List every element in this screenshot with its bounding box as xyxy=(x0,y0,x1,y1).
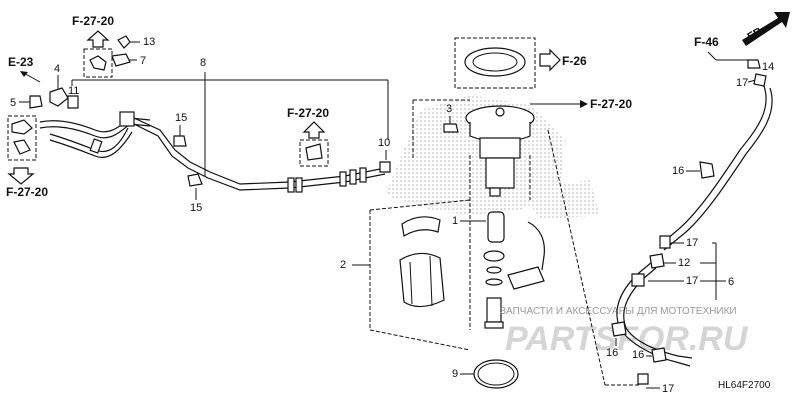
down-arrow-icon xyxy=(7,167,35,185)
detail-box-mid xyxy=(299,139,329,167)
callout-13[interactable]: 13 xyxy=(143,36,155,48)
clamp-17d-icon xyxy=(637,373,649,385)
clamp-16b-icon xyxy=(611,321,627,337)
connector-10-icon xyxy=(379,161,391,173)
vent-hose xyxy=(616,85,773,367)
clamp-17a-icon xyxy=(753,73,767,87)
lock-ring-icon xyxy=(464,47,526,77)
callout-15b[interactable]: 15 xyxy=(190,202,202,214)
callout-7[interactable]: 7 xyxy=(140,55,146,67)
ref-f26[interactable]: F-26 xyxy=(562,54,587,68)
float-sender-icon xyxy=(507,266,545,290)
pump-motor-icon xyxy=(487,211,505,243)
clamp-16c-icon xyxy=(651,347,667,363)
callout-5[interactable]: 5 xyxy=(10,97,16,109)
fuel-pump-assembly xyxy=(465,105,535,197)
detail-box-f26 xyxy=(454,37,536,89)
callout-15a[interactable]: 15 xyxy=(175,112,187,124)
strainer-cap-icon xyxy=(401,216,441,237)
ref-f2720-mid[interactable]: F-27-20 xyxy=(287,106,329,120)
callout-17a[interactable]: 17 xyxy=(736,77,748,89)
clip-3-icon xyxy=(443,123,459,133)
ref-f2720-right[interactable]: F-27-20 xyxy=(590,97,632,111)
callout-16b[interactable]: 16 xyxy=(606,347,618,359)
callout-1[interactable]: 1 xyxy=(452,215,458,227)
sender-wire xyxy=(527,221,545,271)
callout-14[interactable]: 14 xyxy=(762,61,774,73)
callout-3[interactable]: 3 xyxy=(446,103,452,115)
callout-17b[interactable]: 17 xyxy=(686,237,698,249)
ref-f2720-top[interactable]: F-27-20 xyxy=(72,14,114,28)
callout-9[interactable]: 9 xyxy=(452,368,458,380)
fuel-hose-left xyxy=(39,111,151,158)
callout-17d[interactable]: 17 xyxy=(662,383,674,395)
watermark-text: ЗАПЧАСТИ И АКСЕССУАРЫ ДЛЯ МОТОТЕХНИКИ xyxy=(500,306,737,317)
connector-11-icon xyxy=(67,95,79,109)
seal-icon xyxy=(483,250,505,262)
hose-joint-icon xyxy=(119,111,135,127)
callout-8[interactable]: 8 xyxy=(200,57,206,69)
detail-box-left xyxy=(7,115,37,161)
front-direction-arrow: FR. xyxy=(742,12,790,46)
callout-11[interactable]: 11 xyxy=(68,85,79,97)
clip-5-icon xyxy=(29,95,43,109)
callout-16a[interactable]: 16 xyxy=(672,165,684,177)
up-arrow-icon xyxy=(86,30,110,48)
clip-15b-icon xyxy=(187,173,203,187)
watermark-brand: PARTSFOR.RU xyxy=(505,320,749,358)
up-arrow-icon-mid xyxy=(302,121,326,139)
clamp-17c-icon xyxy=(631,273,645,287)
ref-f46[interactable]: F-46 xyxy=(694,35,719,49)
clamp-17b-icon xyxy=(659,235,671,249)
clamp-16a-icon xyxy=(699,161,715,179)
callout-4[interactable]: 4 xyxy=(54,63,60,75)
bracket-icon-2 xyxy=(13,139,31,155)
fuel-line-main xyxy=(133,117,386,193)
ref-f2720-left[interactable]: F-27-20 xyxy=(6,185,48,199)
callout-17c[interactable]: 17 xyxy=(686,275,698,287)
clip-icon xyxy=(89,55,107,71)
callout-6[interactable]: 6 xyxy=(728,276,734,288)
fuel-filter-housing-icon xyxy=(399,252,445,308)
right-arrow-icon-f26 xyxy=(539,48,561,72)
callout-16c[interactable]: 16 xyxy=(632,349,644,361)
callout-2[interactable]: 2 xyxy=(340,259,346,271)
filter-icon xyxy=(486,297,502,323)
diagram-code: HL64F2700 xyxy=(718,380,771,391)
clip-15a-icon xyxy=(173,135,187,147)
connector-4-icon xyxy=(49,87,69,107)
screw-13-icon xyxy=(117,35,131,49)
clip-14-icon xyxy=(747,59,761,69)
detail-box xyxy=(83,48,113,78)
clip-mid-icon xyxy=(305,143,323,161)
gasket-icon xyxy=(473,359,519,389)
bracket-icon xyxy=(11,119,33,135)
clip-7-icon xyxy=(111,53,131,67)
joint-12-icon xyxy=(649,253,665,269)
callout-12[interactable]: 12 xyxy=(678,257,690,269)
callout-10[interactable]: 10 xyxy=(378,137,390,149)
ref-e23[interactable]: E-23 xyxy=(8,55,34,69)
